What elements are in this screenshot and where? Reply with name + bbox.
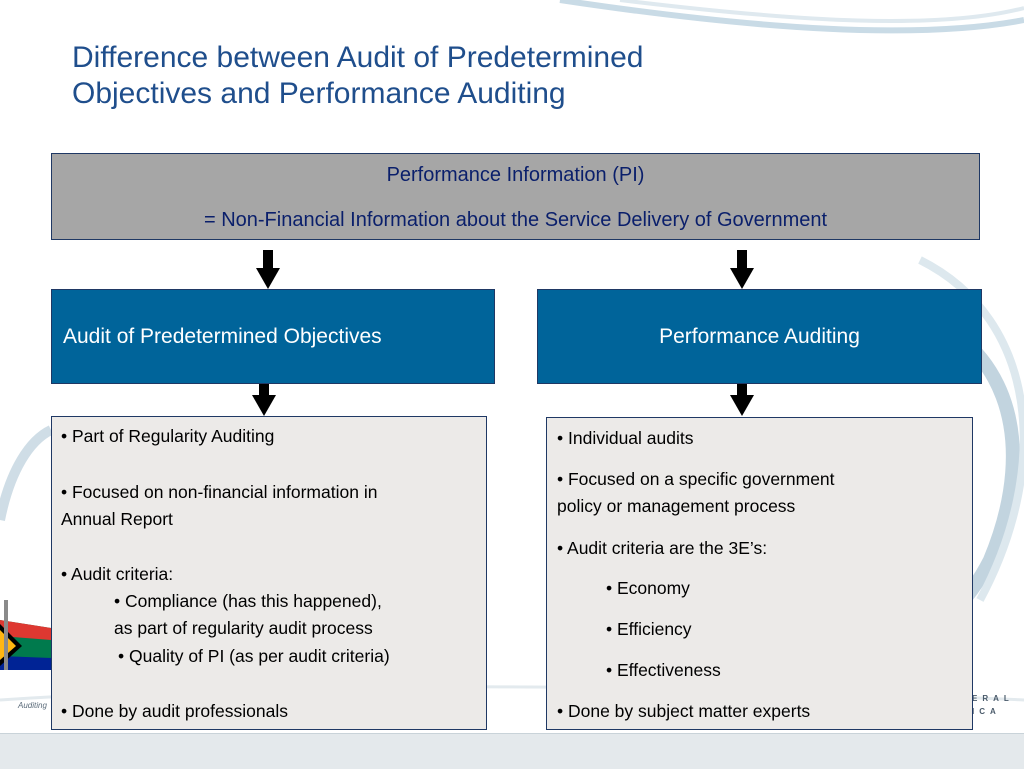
- right-bullet-list: • Individual audits • Focused on a speci…: [546, 417, 973, 730]
- list-item: as part of regularity audit process: [114, 618, 373, 638]
- slide-title-line2: Objectives and Performance Auditing: [72, 77, 566, 110]
- arrow-down-icon: [730, 250, 754, 289]
- list-item: • Part of Regularity Auditing: [61, 426, 275, 446]
- list-item: • Individual audits: [557, 428, 694, 448]
- right-box-heading: Performance Auditing: [659, 324, 860, 348]
- pi-box-line1: Performance Information (PI): [386, 164, 645, 186]
- list-item: Annual Report: [61, 509, 173, 529]
- slide-title: Difference between Audit of Predetermine…: [72, 40, 792, 112]
- footer-band: [0, 733, 1024, 769]
- list-item: • Efficiency: [606, 619, 692, 639]
- footer-right-text-line2: ICA: [972, 707, 1001, 716]
- list-item: • Focused on non-financial information i…: [61, 482, 378, 502]
- flag-emblem-icon: [0, 600, 51, 670]
- pi-box-line2: = Non-Financial Information about the Se…: [203, 209, 828, 231]
- slide-title-line1: Difference between Audit of Predetermine…: [72, 41, 644, 74]
- audit-predetermined-objectives-box: Audit of Predetermined Objectives: [51, 289, 495, 384]
- list-item: • Audit criteria are the 3E’s:: [557, 538, 768, 558]
- list-item: policy or management process: [557, 496, 796, 516]
- list-item: • Audit criteria:: [61, 564, 174, 584]
- left-box-heading: Audit of Predetermined Objectives: [63, 324, 382, 348]
- list-item: • Quality of PI (as per audit criteria): [118, 646, 390, 666]
- list-item: • Effectiveness: [606, 660, 721, 680]
- list-item: • Done by audit professionals: [61, 701, 288, 721]
- footer-left-text: Auditing: [18, 701, 47, 710]
- left-bullet-list: • Part of Regularity Auditing • Focused …: [51, 416, 487, 730]
- list-item: • Done by subject matter experts: [557, 701, 811, 721]
- arrow-down-icon: [730, 383, 754, 416]
- arrow-down-icon: [256, 250, 280, 289]
- list-item: • Compliance (has this happened),: [114, 591, 382, 611]
- list-item: • Focused on a specific government: [557, 469, 835, 489]
- list-item: • Economy: [606, 578, 690, 598]
- arrow-down-icon: [252, 383, 276, 416]
- performance-information-box: Performance Information (PI) = Non-Finan…: [51, 153, 980, 240]
- footer-right-text-line1: ERAL: [972, 694, 1014, 703]
- performance-auditing-box: Performance Auditing: [537, 289, 982, 384]
